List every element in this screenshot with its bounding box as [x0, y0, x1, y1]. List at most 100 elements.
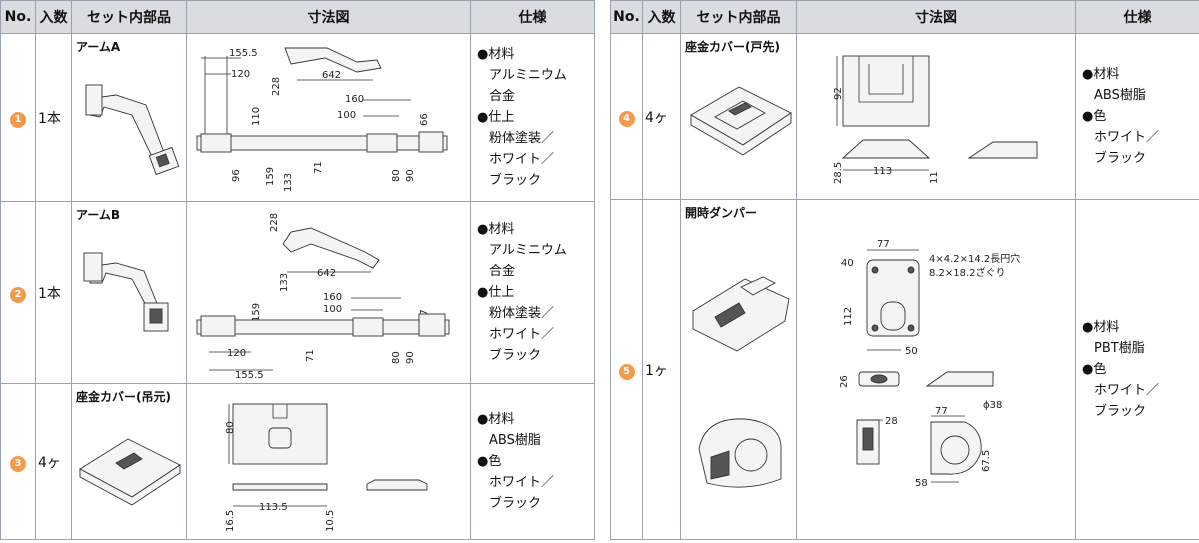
spec-line: ●材料: [1082, 67, 1120, 82]
part-cell: アームB: [71, 201, 187, 384]
spec-line: ブラック: [489, 173, 542, 188]
opening-damper-illustration: [692, 276, 790, 488]
arm-a-illustration: [85, 84, 180, 176]
spec-cell: ●材料 アルミニウム 合金 ●仕上 粉体塗装／ ホワイト／ ブラック: [470, 33, 595, 202]
dim-f: 160: [345, 94, 364, 105]
spec-line: ●色: [1082, 109, 1107, 124]
dim-w77b: 77: [935, 406, 948, 417]
spec-cell: ●材料 ABS樹脂 ●色 ホワイト／ ブラック: [1075, 33, 1199, 200]
dim-l1: 28.5: [833, 162, 844, 184]
spec-line: ブラック: [1094, 404, 1147, 419]
dim-r1: 11: [929, 171, 940, 184]
dim-b: 120: [231, 69, 250, 80]
row-number: 5: [610, 199, 643, 540]
dim-l1: 16.5: [225, 510, 236, 532]
part-name: アームA: [76, 40, 121, 54]
spec-line: ホワイト／: [489, 327, 555, 342]
spec-line: PBT樹脂: [1094, 341, 1145, 356]
dim-l: 71: [305, 349, 316, 362]
part-cell: アームA: [71, 33, 187, 202]
spec-line: アルミニウム: [489, 243, 567, 258]
washer-cover-door-illustration: [690, 86, 792, 156]
dim-w40: 40: [841, 258, 854, 269]
spec-line: ブラック: [1094, 151, 1147, 166]
header-qty: 入数: [35, 0, 72, 34]
row-number: 1: [0, 33, 36, 202]
spec-line: ホワイト／: [1094, 383, 1160, 398]
note-slot-hole: 4×4.2×14.2長円穴: [929, 252, 1020, 265]
row-number: 3: [0, 383, 36, 540]
dimension-cell: 228 133 642 159 160 100 67 120 71 80 90 …: [186, 201, 471, 384]
spec-line: ●材料: [477, 47, 515, 62]
dim-r1: 10.5: [325, 510, 336, 532]
dim-w: 113.5: [259, 502, 288, 513]
dim-w58: 58: [915, 478, 928, 489]
spec-line: ブラック: [489, 348, 542, 363]
dim-h: 80: [225, 421, 236, 434]
row-quantity: 4ヶ: [642, 33, 681, 200]
note-counterbore: 8.2×18.2ざぐり: [929, 266, 1006, 279]
dim-j: 159: [251, 303, 262, 322]
dim-c: 228: [271, 77, 282, 96]
header-qty: 入数: [642, 0, 681, 34]
dim-k: 133: [283, 173, 294, 192]
dim-f: 160: [323, 292, 342, 303]
spec-line: ABS樹脂: [1094, 88, 1146, 103]
header-spec: 仕様: [1075, 0, 1199, 34]
number-badge: 1: [10, 112, 26, 128]
arm-a-dimension-drawing: 155.5 120 228 642 110 160 100 66 96 159 …: [196, 47, 448, 192]
header-no: No.: [610, 0, 643, 34]
dim-n: 90: [405, 351, 416, 364]
dim-c: 228: [269, 213, 280, 232]
row-quantity: 4ヶ: [35, 383, 72, 540]
header-dim: 寸法図: [796, 0, 1076, 34]
dimension-cell: 77 40 4×4.2×14.2長円穴 8.2×18.2ざぐり 112 50 2…: [796, 199, 1076, 540]
dim-a: 155.5: [235, 370, 264, 381]
part-cell: 座金カバー(戸先): [680, 33, 797, 200]
dim-g: 100: [323, 304, 342, 315]
spec-line: アルミニウム: [489, 68, 567, 83]
dim-w: 113: [873, 166, 892, 177]
dim-a: 155.5: [229, 48, 258, 59]
spec-line: 合金: [489, 89, 516, 104]
row-quantity: 1ヶ: [642, 199, 681, 540]
part-cell: 座金カバー(吊元): [71, 383, 187, 540]
dim-m: 80: [391, 351, 402, 364]
row-number: 4: [610, 33, 643, 200]
dim-h26: 26: [839, 375, 850, 388]
dim-d: 642: [322, 70, 341, 81]
spec-line: ホワイト／: [1094, 130, 1160, 145]
spec-line: ●色: [1082, 362, 1107, 377]
dim-h: 92: [833, 87, 844, 100]
dim-h: 66: [419, 113, 430, 126]
header-part: セット内部品: [680, 0, 797, 34]
row-quantity: 1本: [35, 33, 72, 202]
part-name: アームB: [76, 208, 121, 222]
part-name: 開時ダンパー: [685, 206, 758, 220]
washer-cover-door-dimension-drawing: 92 28.5 113 11: [833, 55, 1038, 184]
dim-i: 96: [231, 169, 242, 182]
spec-line: ホワイト／: [489, 475, 555, 490]
dim-w77: 77: [877, 239, 890, 250]
dim-k: 133: [279, 273, 290, 292]
number-badge: 4: [618, 111, 635, 127]
dim-m: 80: [391, 169, 402, 182]
part-cell: 開時ダンパー: [680, 199, 797, 540]
part-name: 座金カバー(吊元): [76, 390, 171, 404]
spec-line: ●材料: [477, 222, 515, 237]
header-part: セット内部品: [71, 0, 187, 34]
left-spec-table: No. 入数 セット内部品 寸法図 仕様 1 1本 アームA 155.5 120…: [0, 0, 595, 540]
spec-line: ホワイト／: [489, 152, 555, 167]
dimension-cell: 80 16.5 113.5 10.5: [186, 383, 471, 540]
spec-line: 粉体塗装／: [489, 306, 555, 321]
dim-phi: ϕ38: [983, 400, 1002, 411]
part-name: 座金カバー(戸先): [685, 40, 780, 54]
spec-line: ●材料: [1082, 320, 1120, 335]
washer-cover-hinge-dimension-drawing: 80 16.5 113.5 10.5: [225, 403, 428, 532]
spec-line: ブラック: [489, 496, 542, 511]
dim-w28: 28: [885, 416, 898, 427]
spec-cell: ●材料 アルミニウム 合金 ●仕上 粉体塗装／ ホワイト／ ブラック: [470, 201, 595, 384]
header-dim: 寸法図: [186, 0, 471, 34]
spec-line: 合金: [489, 264, 516, 279]
dim-d: 642: [317, 268, 336, 279]
